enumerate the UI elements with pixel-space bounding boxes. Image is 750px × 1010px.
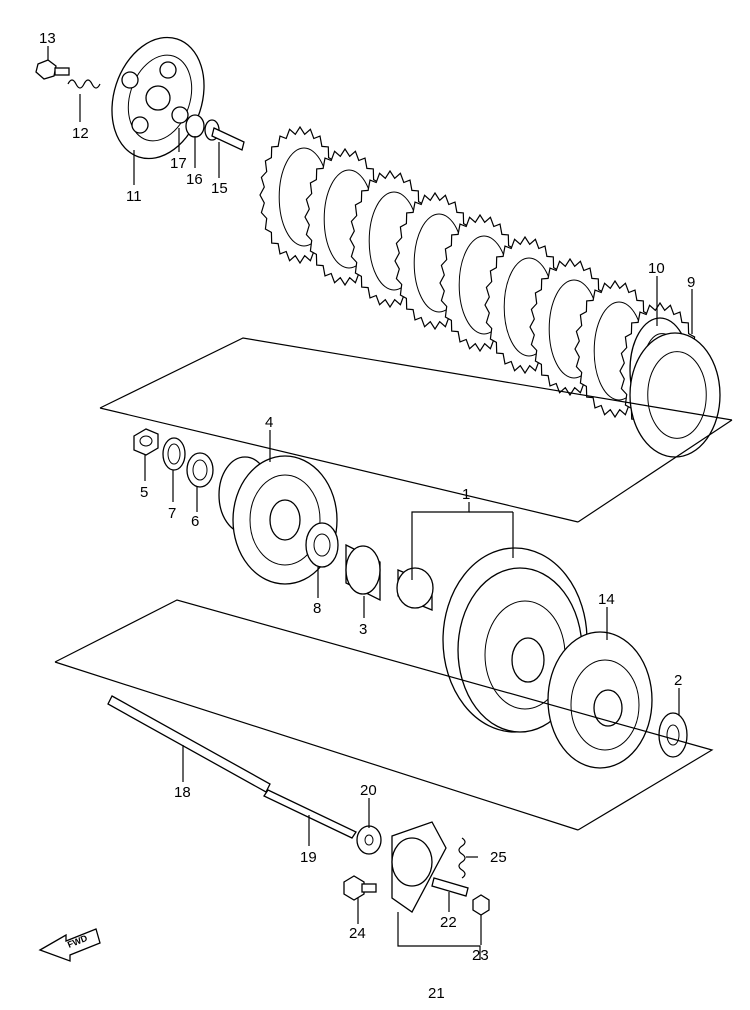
box-outline-upper	[99, 337, 733, 523]
callout-5: 5	[140, 484, 148, 501]
callout-8: 8	[313, 600, 321, 617]
callout-12: 12	[72, 125, 89, 142]
needle-bearing	[345, 543, 381, 602]
callout-14: 14	[598, 591, 615, 608]
callout-24: 24	[349, 925, 366, 942]
callout-9: 9	[687, 274, 695, 291]
clutch-plate-stack	[259, 125, 721, 458]
callout-21: 21	[428, 985, 445, 1002]
clutch-release-assembly	[391, 821, 447, 913]
callout-2: 2	[674, 672, 682, 689]
oil-seal	[356, 825, 382, 855]
starter-clutch-gear	[547, 631, 653, 769]
callout-23: 23	[472, 947, 489, 964]
push-rod-long	[107, 695, 271, 793]
callout-4: 4	[265, 414, 273, 431]
box-outline-lower	[54, 599, 714, 831]
callout-labels: 1 2 3 4 5 6 7 8 9 10 11 12 13 14 15 16 1…	[39, 30, 695, 1002]
callout-11: 11	[126, 188, 142, 205]
callout-7: 7	[168, 505, 176, 522]
thrust-washer	[305, 522, 339, 568]
washer	[162, 437, 186, 471]
callout-22: 22	[440, 914, 457, 931]
callout-10: 10	[648, 260, 665, 277]
callout-1: 1	[462, 486, 470, 503]
callout-13: 13	[39, 30, 56, 47]
callout-17: 17	[170, 155, 187, 172]
clutch-plate-inner	[647, 351, 707, 439]
pressure-plate-assembly	[35, 36, 245, 160]
callout-6: 6	[191, 513, 199, 530]
washer-right	[658, 712, 688, 758]
callout-3: 3	[359, 621, 367, 638]
callout-15: 15	[211, 180, 228, 197]
lock-washer	[186, 452, 214, 488]
callout-19: 19	[300, 849, 317, 866]
callout-25: 25	[490, 849, 507, 866]
callout-20: 20	[360, 782, 377, 799]
fwd-direction-arrow: FWD	[38, 928, 101, 962]
spacer-sleeve	[396, 567, 434, 611]
callout-16: 16	[186, 171, 203, 188]
nut	[133, 428, 159, 456]
push-rod-short	[263, 789, 357, 839]
adjust-screw	[431, 877, 469, 897]
return-spring	[458, 837, 466, 879]
callout-18: 18	[174, 784, 191, 801]
lock-nut	[472, 894, 490, 916]
leader-lines	[47, 46, 693, 960]
mounting-bolt	[343, 875, 377, 901]
